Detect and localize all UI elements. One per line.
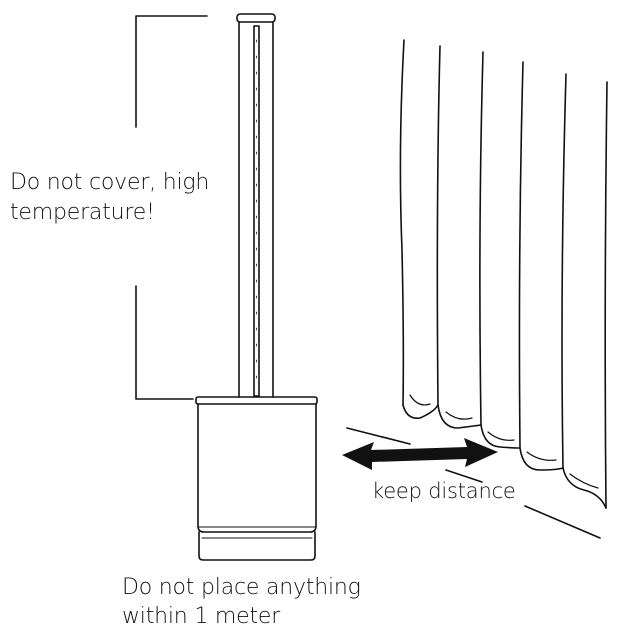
curtain-illustration — [399, 39, 608, 509]
keep-distance-label: keep distance — [372, 479, 516, 503]
cover-warning-label: Do not cover, high temperature! — [10, 168, 209, 228]
cover-warning-line-1: Do not cover, high — [10, 170, 210, 195]
placement-warning-line-1: Do not place anything — [122, 575, 361, 600]
placement-warning-label: Do not place anything within 1 meter — [122, 573, 361, 631]
tower-heater-illustration — [195, 13, 318, 561]
height-bracket — [135, 15, 208, 400]
placement-warning-line-2: within 1 meter — [122, 604, 281, 629]
double-headed-arrow-icon — [342, 438, 498, 470]
floor-lines — [346, 427, 601, 539]
cover-warning-line-2: temperature! — [10, 200, 155, 225]
